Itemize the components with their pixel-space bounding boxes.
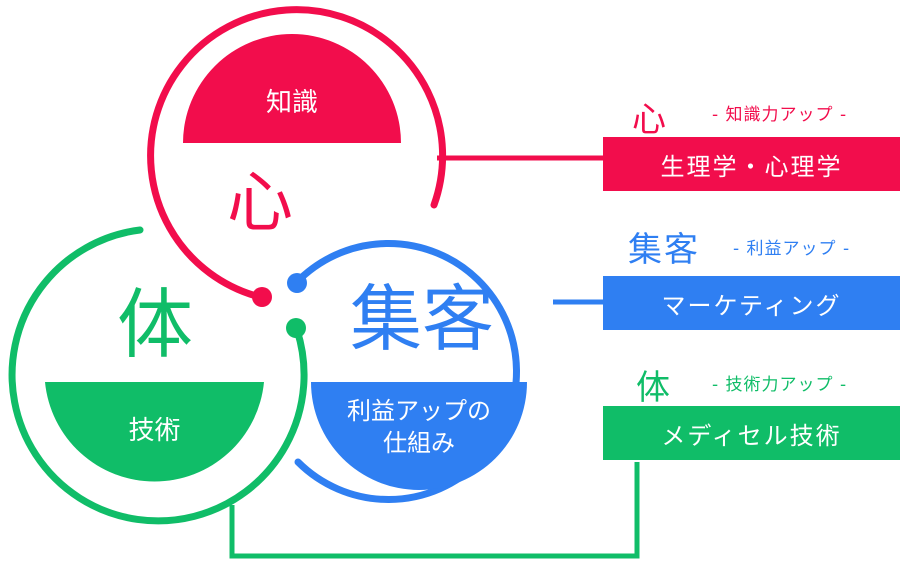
kokoro-center-label: 心 xyxy=(227,164,293,241)
circle-kokoro-cap xyxy=(183,34,401,143)
shukaku-cap-line1: 利益アップの xyxy=(347,397,491,425)
legend-shukaku-subtitle: - 利益アップ - xyxy=(733,239,851,259)
legend-shukaku-box: マーケティング xyxy=(603,276,900,330)
dot-kokoro xyxy=(252,287,272,307)
kokoro-cap-label: 知識 xyxy=(265,88,318,118)
dot-karada xyxy=(286,318,306,338)
legend-shukaku-title: 集客 xyxy=(628,230,700,270)
karada-center-label: 体 xyxy=(117,280,193,369)
circle-kokoro-ring xyxy=(147,6,447,301)
legend-karada-box: メディセル技術 xyxy=(603,406,900,460)
circle-shukaku-cap xyxy=(311,382,527,490)
legend-karada-title: 体 xyxy=(636,368,670,408)
legend-kokoro-subtitle: - 知識力アップ - xyxy=(712,105,848,125)
circle-karada-ring xyxy=(8,226,308,525)
karada-cap-label: 技術 xyxy=(128,416,181,446)
circle-shukaku-ring xyxy=(292,239,520,503)
legend-karada-subtitle: - 技術力アップ - xyxy=(712,375,848,395)
circle-karada-cap xyxy=(45,382,264,482)
connector-karada xyxy=(229,462,640,559)
shukaku-center-label: 集客 xyxy=(349,277,494,361)
legend-kokoro-box: 生理学・心理学 xyxy=(603,137,900,191)
legend-kokoro-title: 心 xyxy=(632,100,666,140)
shukaku-cap-line2: 仕組み xyxy=(383,429,455,457)
dot-shukaku xyxy=(287,273,307,293)
